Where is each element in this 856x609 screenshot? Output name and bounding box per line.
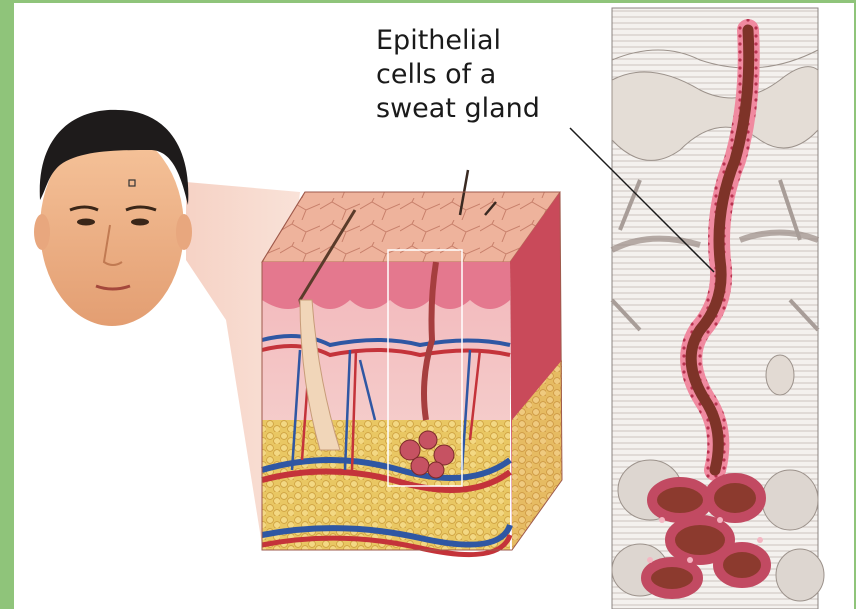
sweat-gland-detail [612, 8, 824, 609]
label-line-2: cells of a [376, 58, 540, 92]
sweat-gland-label: Epithelial cells of a sweat gland [376, 24, 540, 126]
skin-cross-section [262, 170, 562, 555]
label-line-3: sweat gland [376, 92, 540, 126]
face-illustration [34, 110, 192, 326]
label-line-1: Epithelial [376, 24, 540, 58]
